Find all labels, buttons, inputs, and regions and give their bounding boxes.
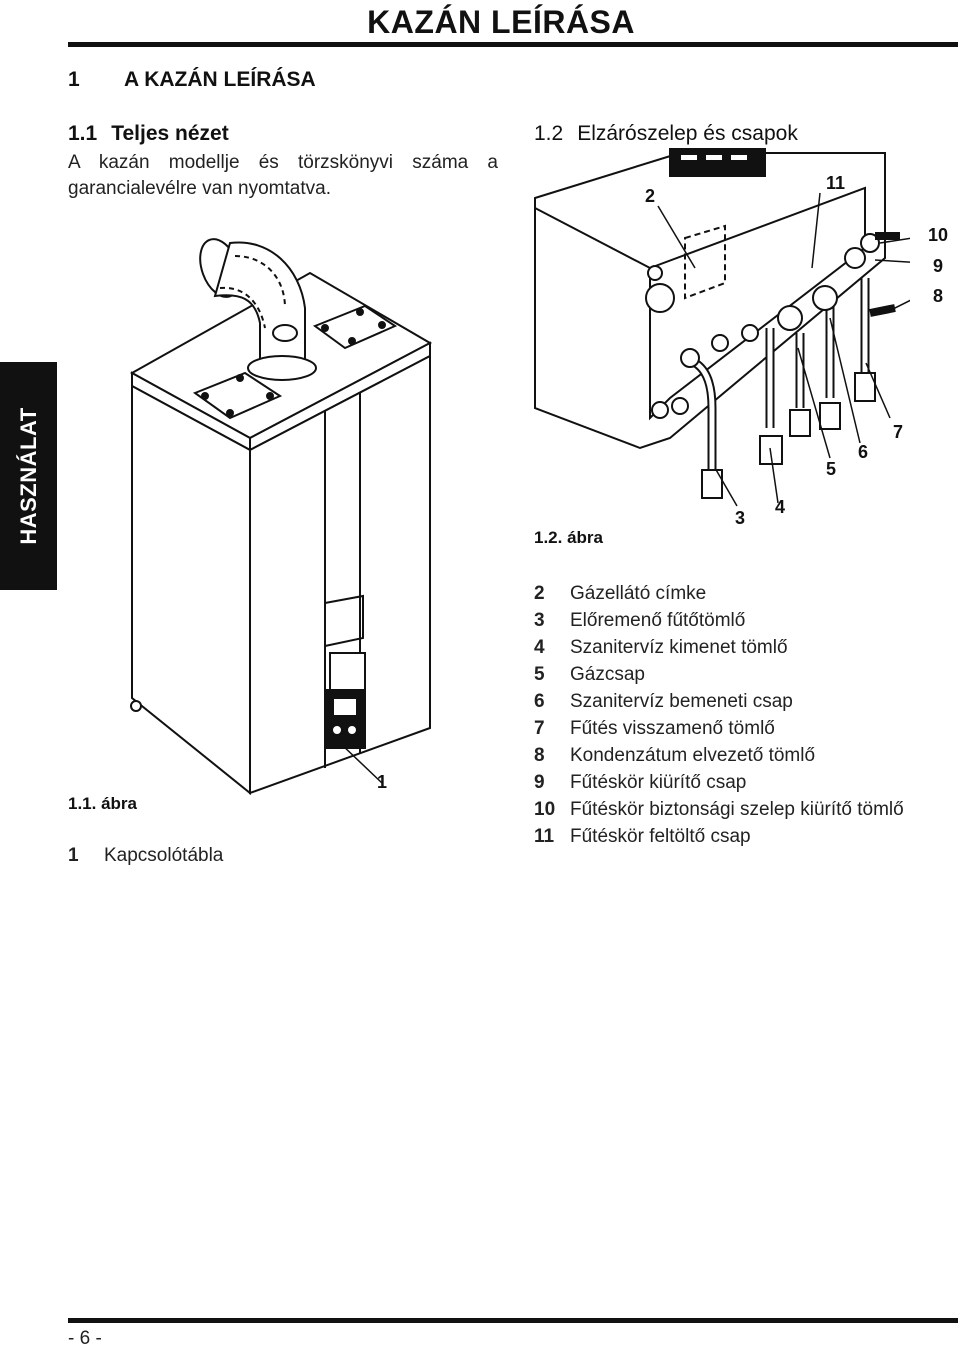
figure-1-legend-label: Kapcsolótábla: [104, 845, 224, 866]
side-tab: HASZNÁLAT: [0, 362, 57, 590]
subsection-1-heading: 1.1 Teljes nézet: [68, 122, 229, 146]
side-tab-label: HASZNÁLAT: [15, 407, 41, 545]
page-number: - 6 -: [68, 1328, 102, 1349]
legend-label: Fűtéskör feltöltő csap: [570, 826, 751, 847]
legend-label: Fűtéskör kiürítő csap: [570, 772, 747, 793]
legend-row: 3 Előremenő fűtőtömlő: [534, 607, 904, 634]
subsection-1-title: Teljes nézet: [111, 122, 229, 145]
subsection-2-heading: 1.2 Elzárószelep és csapok: [534, 122, 798, 146]
legend-num: 8: [534, 745, 545, 766]
figure-2-callout-2: 2: [645, 186, 656, 206]
legend-num: 2: [534, 583, 545, 604]
figure-1-legend-num: 1: [68, 845, 79, 866]
legend-label: Gázcsap: [570, 664, 645, 685]
subsection-1-number: 1.1: [68, 122, 98, 145]
footer-rule: [68, 1318, 958, 1323]
figure-2-callout-7: 7: [893, 422, 904, 442]
legend-num: 10: [534, 799, 556, 820]
legend-label: Fűtéskör biztonsági szelep kiürítő tömlő: [570, 799, 904, 820]
legend-num: 11: [534, 826, 555, 847]
section-title: A KAZÁN LEÍRÁSA: [124, 68, 316, 91]
legend-row: 4 Szanitervíz kimenet tömlő: [534, 634, 904, 661]
figure-1-callout-1: 1: [377, 772, 388, 792]
legend-label: Szanitervíz bemeneti csap: [570, 691, 793, 712]
valves-illustration: [534, 148, 910, 507]
figure-2-callout-9: 9: [933, 256, 944, 276]
legend-num: 6: [534, 691, 545, 712]
legend-row: 5 Gázcsap: [534, 661, 904, 688]
subsection-2-title: Elzárószelep és csapok: [577, 122, 798, 145]
legend-row: 10 Fűtéskör biztonsági szelep kiürítő töm…: [534, 796, 904, 823]
figure-1-legend: 1 Kapcsolótábla: [68, 845, 223, 867]
page-header-title: KAZÁN LEÍRÁSA: [367, 4, 635, 40]
legend-row: 9 Fűtéskör kiürítő csap: [534, 769, 904, 796]
figure-2-callout-5: 5: [826, 459, 837, 479]
legend-label: Előremenő fűtőtömlő: [570, 610, 746, 631]
figure-1-caption: 1.1. ábra: [68, 794, 137, 813]
legend-row: 2 Gázellátó címke: [534, 580, 904, 607]
boiler-illustration: [129, 238, 433, 796]
legend-label: Szanitervíz kimenet tömlő: [570, 637, 788, 658]
legend-row: 11 Fűtéskör feltöltő csap: [534, 823, 904, 850]
legend-num: 3: [534, 610, 545, 631]
legend-num: 5: [534, 664, 545, 685]
figure-2-callout-8: 8: [933, 286, 944, 306]
legend-label: Gázellátó címke: [570, 583, 707, 604]
subsection-1-text: A kazán modellje és törzskönyvi száma a …: [68, 152, 498, 199]
legend-row: 7 Fűtés visszamenő tömlő: [534, 715, 904, 742]
section-number: 1: [68, 68, 80, 91]
legend-num: 7: [534, 718, 545, 739]
figure-2-callout-3: 3: [735, 508, 746, 528]
legend-label: Fűtés visszamenő tömlő: [570, 718, 775, 739]
subsection-2-number: 1.2: [534, 122, 564, 145]
figure-2-caption: 1.2. ábra: [534, 528, 603, 547]
legend-row: 6 Szanitervíz bemeneti csap: [534, 688, 904, 715]
legend-num: 4: [534, 637, 545, 658]
figure-2-callout-10: 10: [928, 225, 949, 245]
legend-label: Kondenzátum elvezető tömlő: [570, 745, 816, 766]
header-rule: [68, 42, 958, 47]
figure-2-callout-6: 6: [858, 442, 869, 462]
section-heading: 1 A KAZÁN LEÍRÁSA: [68, 68, 316, 92]
legend-row: 8 Kondenzátum elvezető tömlő: [534, 742, 904, 769]
figure-2-callout-11: 11: [826, 173, 846, 193]
figure-2-callout-4: 4: [775, 497, 786, 517]
legend-num: 9: [534, 772, 545, 793]
